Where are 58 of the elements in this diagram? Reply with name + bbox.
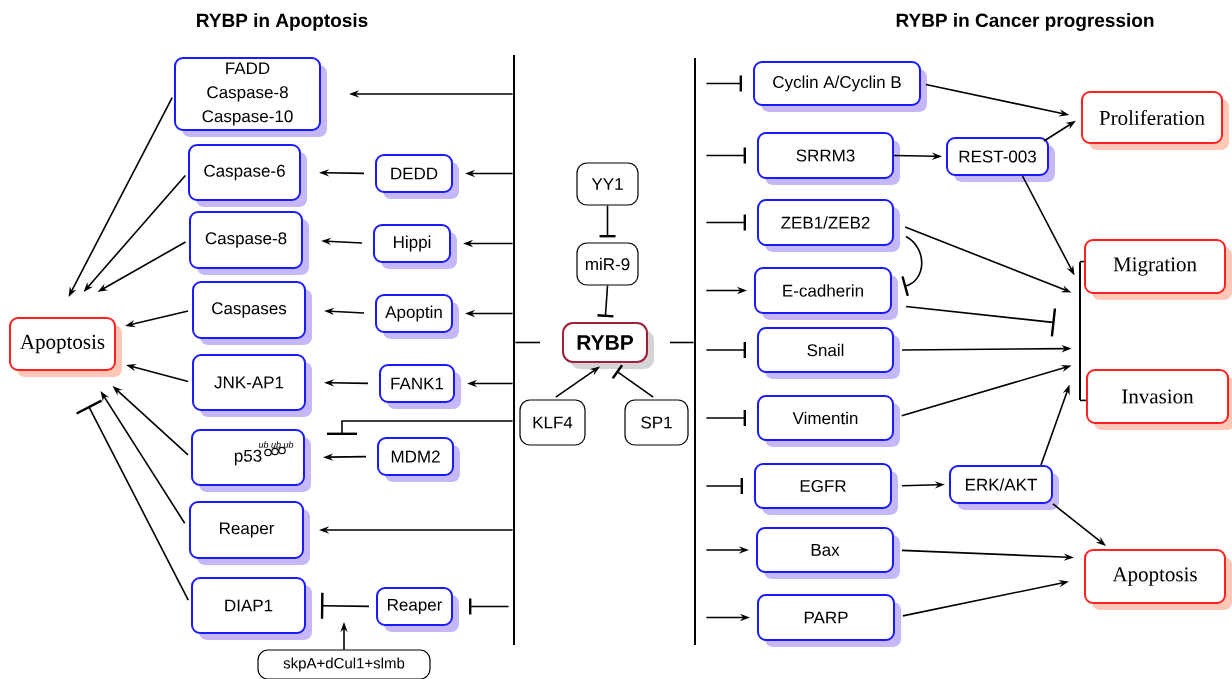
connector-line (1079, 260, 1085, 263)
regulator-box: miR-9 (576, 242, 639, 286)
connector-line (514, 341, 541, 344)
central-box: RYBP (562, 322, 654, 369)
arrow (905, 305, 1057, 337)
process-box: Reaper (376, 587, 459, 632)
regulator-box: skpA+dCul1+slmb (257, 649, 431, 679)
process-box: FANK1 (379, 364, 461, 409)
process-box: Caspase-6 (188, 144, 307, 207)
process-box: Caspase-8 (189, 211, 309, 275)
arrow (320, 592, 370, 619)
process-box: PARP (757, 594, 901, 647)
outcome-box: Migration (1084, 239, 1232, 300)
process-box: ZEB1/ZEB2 (757, 199, 900, 252)
process-box: MDM2 (377, 437, 460, 482)
process-box: SRRM3 (757, 132, 900, 185)
connector-line (1079, 399, 1087, 402)
process-box: Caspases (192, 281, 312, 345)
outcome-box: Apoptosis (1084, 549, 1232, 610)
outcome-box: Apoptosis (9, 317, 122, 377)
vertical-line (513, 55, 515, 645)
heading: RYBP in Apoptosis (197, 13, 368, 31)
process-box: Cyclin A/Cyclin B (753, 61, 927, 112)
arrow (705, 214, 746, 231)
process-box: E-cadherin (754, 267, 898, 320)
heading: RYBP in Cancer progression (896, 13, 1154, 31)
process-box: Hippi (373, 224, 457, 269)
bracket-line (1079, 262, 1081, 400)
arrow (705, 410, 746, 426)
regulator-box: KLF4 (519, 399, 586, 446)
process-box: DEDD (375, 154, 459, 199)
process-box: Vimentin (757, 395, 900, 447)
process-box: Snail (757, 327, 900, 379)
vertical-line (694, 58, 696, 645)
connector-line (669, 341, 695, 344)
process-box: DIAP1 (191, 577, 312, 640)
process-box: ub ub ub p53 (191, 429, 311, 492)
arrow (469, 598, 510, 615)
process-box: ERK/AKT (949, 465, 1059, 510)
arrow (705, 342, 746, 358)
outcome-box: Invasion (1086, 369, 1232, 430)
process-box: FADD Caspase-8 Caspase-10 (174, 57, 327, 137)
arrow (599, 204, 616, 238)
process-box: Reaper (189, 501, 310, 565)
arrow (76, 399, 190, 601)
arrow (705, 478, 743, 494)
arrow (597, 284, 614, 318)
arrow (327, 420, 514, 435)
process-box: Bax (756, 527, 900, 579)
arrow (705, 75, 742, 92)
arrow (705, 147, 746, 164)
process-box: EGFR (754, 463, 898, 515)
regulator-box: SP1 (624, 399, 689, 446)
outcome-box: Proliferation (1081, 91, 1229, 150)
regulator-box: YY1 (576, 162, 639, 206)
process-box: JNK-AP1 (192, 354, 312, 417)
process-box: Apoptin (375, 294, 459, 339)
process-box: REST-003 (946, 137, 1055, 182)
